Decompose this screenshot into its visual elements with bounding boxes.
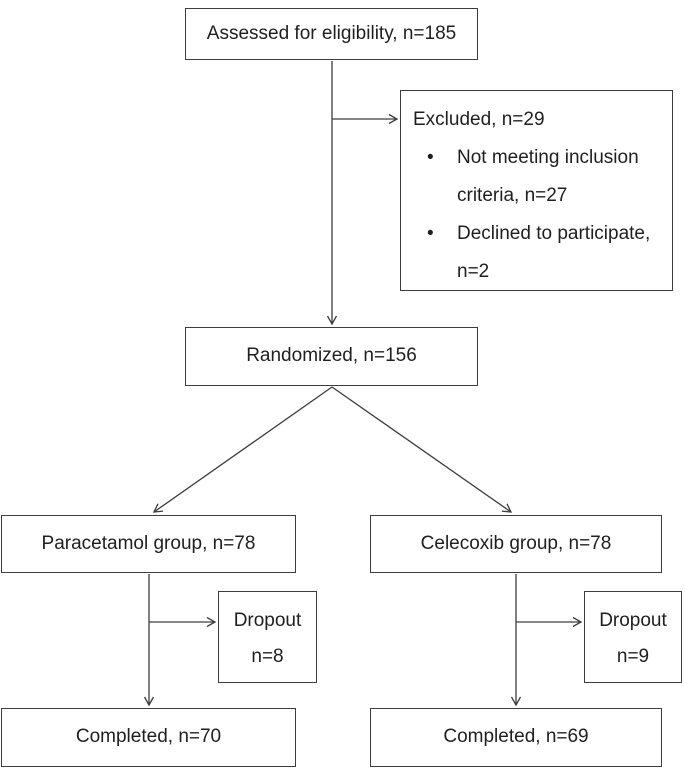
- celecoxib-group-box: Celecoxib group, n=78: [370, 515, 662, 573]
- excluded-reason-line: Not meeting inclusion: [457, 147, 639, 168]
- dropout-label: Dropout: [599, 610, 667, 631]
- excluded-reason-line: criteria, n=27: [457, 185, 568, 206]
- excluded-reason-line: n=2: [457, 261, 490, 282]
- dropout-celecoxib-box: Dropout n=9: [584, 591, 682, 683]
- excluded-title: Excluded, n=29: [413, 109, 545, 130]
- arrow-randomized-to-paracetamol: [152, 386, 333, 513]
- paracetamol-group-box: Paracetamol group, n=78: [1, 515, 296, 573]
- dropout-label: Dropout: [233, 610, 302, 631]
- assessed-eligibility-label: Assessed for eligibility, n=185: [206, 22, 457, 44]
- randomized-box: Randomized, n=156: [185, 327, 478, 386]
- dropout-count: n=8: [251, 646, 284, 667]
- assessed-eligibility-box: Assessed for eligibility, n=185: [185, 8, 478, 60]
- paracetamol-group-label: Paracetamol group, n=78: [41, 532, 256, 554]
- randomized-label: Randomized, n=156: [246, 345, 417, 367]
- dropout-count: n=9: [616, 646, 650, 667]
- excluded-box: Excluded, n=29 Not meeting inclusion cri…: [400, 90, 673, 291]
- completed-celecoxib-label: Completed, n=69: [443, 726, 589, 748]
- excluded-reason-item: Declined to participate, n=2: [413, 215, 660, 291]
- excluded-reasons-list: Not meeting inclusion criteria, n=27 Dec…: [413, 139, 660, 291]
- completed-celecoxib-box: Completed, n=69: [370, 708, 662, 767]
- arrow-randomized-to-celecoxib: [331, 386, 513, 513]
- excluded-reason-line: Declined to participate,: [457, 223, 651, 244]
- completed-paracetamol-box: Completed, n=70: [1, 708, 296, 767]
- excluded-reason-item: Not meeting inclusion criteria, n=27: [413, 139, 660, 215]
- completed-paracetamol-label: Completed, n=70: [75, 726, 222, 748]
- celecoxib-group-label: Celecoxib group, n=78: [420, 532, 612, 554]
- dropout-paracetamol-box: Dropout n=8: [218, 591, 317, 683]
